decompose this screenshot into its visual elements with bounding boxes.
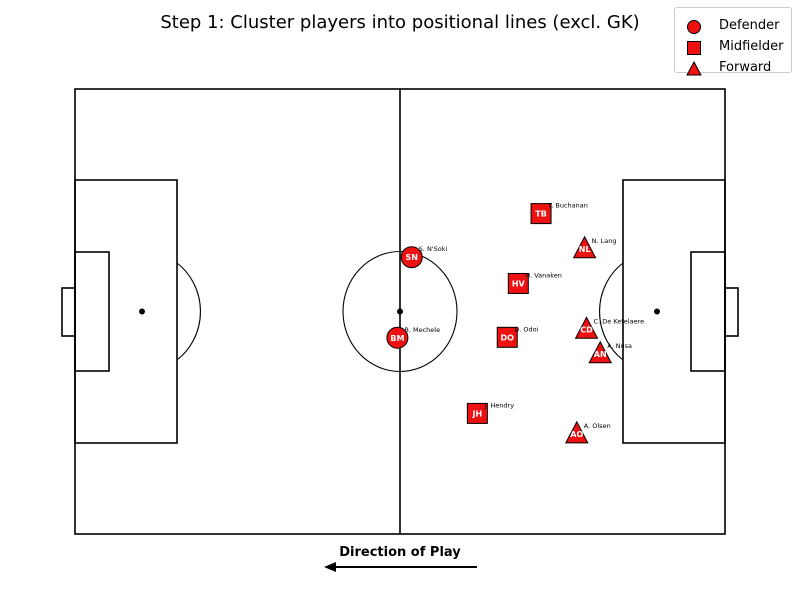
player-marker: TBT. Buchanan [530, 202, 588, 225]
legend: Defender Midfielder Forward [674, 7, 793, 76]
left-penalty-arc [176, 262, 201, 361]
player-marker: AOA. Olsen [564, 420, 611, 444]
legend-item-defender: Defender [675, 16, 793, 36]
triangle-marker-icon [686, 60, 702, 76]
player-name-label: B. Mechele [404, 326, 440, 334]
forward-triangle-marker [574, 316, 599, 339]
legend-label: Midfielder [719, 39, 784, 54]
forward-triangle-marker [572, 235, 597, 259]
player-marker: SNS. N'Soki [400, 245, 448, 269]
left-six-yard-box [74, 251, 110, 372]
legend-label: Defender [719, 18, 780, 33]
arrow-left-icon [324, 562, 336, 572]
player-name-label: A. Nusa [607, 342, 632, 350]
player-name-label: S. N'Soki [419, 245, 448, 253]
left-penalty-spot [139, 308, 145, 315]
player-initials: SN [405, 253, 417, 262]
player-marker: NLN. Lang [572, 235, 617, 259]
player-initials: HV [512, 279, 526, 288]
player-name-label: H. Vanaken [525, 271, 562, 279]
chart-title: Step 1: Cluster players into positional … [160, 12, 640, 33]
centre-circle [342, 250, 458, 373]
square-marker-icon [687, 41, 701, 55]
player-initials: BM [390, 334, 404, 343]
player-name-label: C. De Ketelaere [594, 317, 645, 325]
defender-circle-marker [386, 326, 409, 349]
defender-circle-marker [400, 246, 423, 269]
player-initials: AN [594, 350, 607, 359]
player-initials: AO [570, 430, 583, 439]
direction-of-play-label: Direction of Play [339, 545, 461, 560]
player-name-label: J. Hendry [483, 401, 514, 409]
player-marker: BMB. Mechele [386, 326, 440, 349]
right-six-yard-box [690, 251, 726, 372]
player-name-label: T. Buchanan [547, 202, 588, 210]
midfielder-square-marker [507, 272, 529, 294]
left-penalty-box [74, 179, 178, 444]
right-goal [724, 287, 739, 337]
player-initials: NL [579, 245, 591, 254]
player-initials: JH [472, 409, 483, 418]
midfielder-square-marker [466, 402, 488, 424]
player-initials: DO [501, 333, 515, 342]
player-marker: CDC. De Ketelaere [574, 316, 645, 339]
player-initials: CD [580, 325, 593, 334]
player-marker: DOD. Odoi [496, 325, 539, 348]
forward-triangle-marker [588, 340, 613, 364]
legend-item-midfielder: Midfielder [675, 37, 793, 57]
legend-label: Forward [719, 60, 772, 75]
circle-marker-icon [687, 20, 701, 34]
player-marker: ANA. Nusa [588, 340, 632, 364]
player-name-label: N. Lang [592, 237, 617, 245]
left-goal [61, 287, 76, 337]
centre-spot [397, 308, 403, 315]
player-initials: TB [535, 210, 547, 219]
right-penalty-spot [654, 308, 660, 315]
legend-item-forward: Forward [675, 58, 793, 78]
right-penalty-box [622, 179, 726, 444]
right-penalty-arc [599, 262, 624, 361]
direction-arrow [324, 562, 477, 572]
midfielder-square-marker [530, 203, 552, 225]
player-name-label: D. Odoi [514, 325, 538, 333]
player-marker: JHJ. Hendry [466, 401, 514, 424]
pitch-lines [61, 88, 739, 535]
forward-triangle-marker [564, 420, 589, 444]
player-name-label: A. Olsen [584, 422, 611, 430]
midfielder-square-marker [496, 326, 518, 348]
player-marker: HVH. Vanaken [507, 271, 562, 294]
